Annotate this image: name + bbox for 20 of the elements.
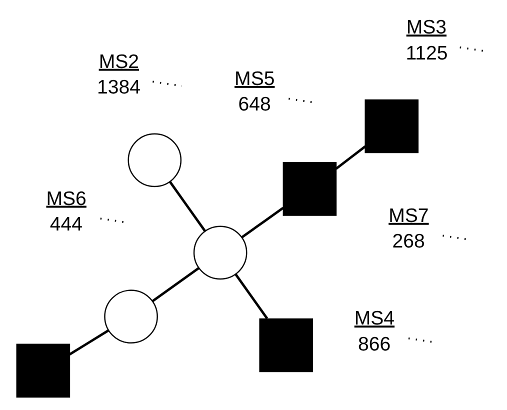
connector bbox=[152, 267, 200, 302]
node-circle bbox=[104, 290, 158, 344]
node-circle bbox=[128, 133, 182, 188]
connector bbox=[241, 206, 284, 238]
connector bbox=[152, 80, 182, 87]
node-text: MS5 648 bbox=[234, 68, 275, 116]
node-text: MS3 1125 bbox=[406, 16, 448, 64]
node-box bbox=[282, 162, 337, 216]
node-box bbox=[16, 344, 70, 398]
node-box bbox=[364, 99, 419, 154]
connector bbox=[168, 180, 206, 232]
node-box bbox=[259, 318, 314, 372]
node-circle bbox=[193, 226, 248, 280]
node-text: MS4 866 bbox=[354, 308, 395, 356]
connector bbox=[234, 273, 268, 320]
connector bbox=[68, 330, 109, 356]
node-text: MS6 444 bbox=[46, 188, 86, 236]
node-text: MS7 268 bbox=[388, 204, 429, 253]
node-text: MS2 1384 bbox=[96, 50, 140, 98]
connector bbox=[335, 145, 366, 170]
